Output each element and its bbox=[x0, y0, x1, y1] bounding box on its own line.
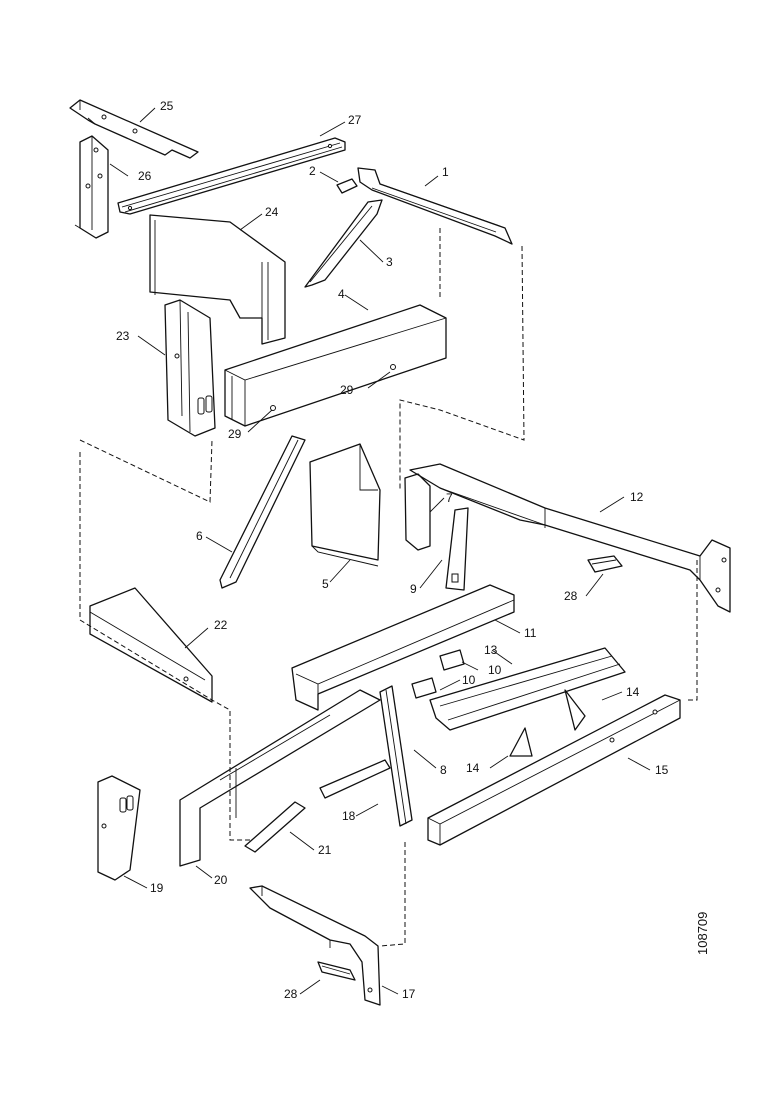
callout-27: 27 bbox=[348, 113, 362, 127]
callout-1: 1 bbox=[442, 165, 449, 179]
part-12-right-rail bbox=[409, 463, 731, 613]
part-5-panel bbox=[309, 443, 381, 567]
connection-line-lower-right bbox=[686, 560, 698, 701]
connection-line-upper-right bbox=[399, 245, 525, 490]
part-14-gusset-b bbox=[509, 727, 533, 757]
callout-14-lower: 14 bbox=[466, 761, 480, 775]
callout-17: 17 bbox=[402, 987, 416, 1001]
part-22-triangular-bracket bbox=[89, 587, 213, 703]
callout-12: 12 bbox=[630, 490, 644, 504]
callout-29-upper: 29 bbox=[340, 383, 354, 397]
callout-23: 23 bbox=[116, 329, 130, 343]
part-25-top-bar bbox=[69, 99, 199, 159]
part-3-diagonal-brace bbox=[304, 199, 383, 288]
part-27-long-channel bbox=[117, 137, 346, 215]
callout-3: 3 bbox=[386, 255, 393, 269]
part-13-rail bbox=[429, 647, 626, 731]
callout-5: 5 bbox=[322, 577, 329, 591]
callout-28-upper: 28 bbox=[564, 589, 578, 603]
part-7-small-bracket bbox=[404, 473, 431, 551]
callout-24: 24 bbox=[265, 205, 279, 219]
part-21-small-channel bbox=[244, 801, 306, 853]
callout-21: 21 bbox=[318, 843, 332, 857]
part-24-shaped-panel bbox=[149, 214, 286, 345]
part-8-diagonal-post bbox=[379, 685, 413, 827]
drawing-number: 108709 bbox=[695, 912, 710, 955]
part-26-bracket bbox=[74, 135, 109, 239]
part-11-long-channel bbox=[291, 584, 515, 711]
callout-18: 18 bbox=[342, 809, 356, 823]
callout-15: 15 bbox=[655, 763, 669, 777]
callout-4: 4 bbox=[338, 287, 345, 301]
callout-8: 8 bbox=[440, 763, 447, 777]
part-2-clip bbox=[336, 178, 358, 194]
part-15-box-beam bbox=[427, 694, 681, 846]
part-20-long-plate bbox=[179, 689, 381, 867]
part-14-gusset-a bbox=[564, 689, 586, 731]
part-10-block-b bbox=[411, 677, 437, 699]
part-18-strut bbox=[319, 759, 391, 799]
leader-lines bbox=[109, 107, 651, 995]
callout-2: 2 bbox=[309, 164, 316, 178]
callout-13: 13 bbox=[484, 643, 498, 657]
part-1-top-rail bbox=[357, 167, 513, 245]
part-28-clip-lower bbox=[317, 961, 356, 981]
part-17-end-bracket bbox=[249, 885, 381, 1006]
part-10-block-a bbox=[439, 649, 465, 671]
part-19-bracket bbox=[97, 775, 141, 881]
connection-line-bottom bbox=[379, 842, 406, 947]
callout-14-upper: 14 bbox=[626, 685, 640, 699]
callout-6: 6 bbox=[196, 529, 203, 543]
callout-labels: 25 27 26 2 1 24 3 4 23 29 29 7 12 6 9 5 … bbox=[116, 99, 669, 1001]
callout-22: 22 bbox=[214, 618, 228, 632]
connection-line-upper-left bbox=[79, 439, 213, 503]
part-9-gusset bbox=[445, 507, 469, 591]
callout-9-upper: 9 bbox=[410, 582, 417, 596]
callout-25: 25 bbox=[160, 99, 174, 113]
callout-20: 20 bbox=[214, 873, 228, 887]
callout-29-lower: 29 bbox=[228, 427, 242, 441]
callout-26: 26 bbox=[138, 169, 152, 183]
part-4-main-channel bbox=[224, 304, 447, 427]
part-28-clip-upper bbox=[587, 555, 623, 573]
callout-10-upper: 10 bbox=[488, 663, 502, 677]
callout-28-lower: 28 bbox=[284, 987, 298, 1001]
connection-line-lower-left bbox=[79, 452, 250, 841]
part-6-diagonal-strut bbox=[219, 435, 306, 589]
callout-19: 19 bbox=[150, 881, 164, 895]
part-23-upright-post bbox=[164, 299, 216, 437]
callout-10-lower: 10 bbox=[462, 673, 476, 687]
callout-11: 11 bbox=[524, 626, 537, 640]
callout-7: 7 bbox=[446, 491, 453, 505]
